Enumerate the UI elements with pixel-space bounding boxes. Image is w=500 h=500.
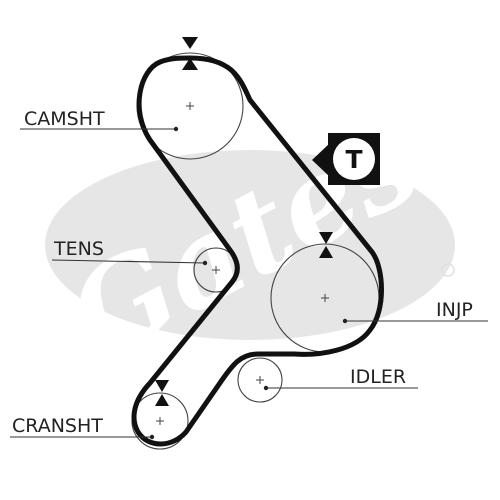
timing-belt	[131, 55, 384, 447]
badge-circle	[333, 138, 375, 180]
registered-mark-icon	[441, 263, 455, 277]
tensioner-badge: T	[312, 133, 380, 185]
idler-leader-dot	[263, 385, 269, 391]
watermark-ellipse	[45, 150, 455, 340]
crankshaft-label: CRANSHT	[12, 415, 103, 437]
leader-lines	[10, 128, 488, 438]
injection-pump-timing-mark	[319, 232, 333, 258]
idler-pulley	[237, 357, 283, 403]
tensioner-label: TENS	[53, 238, 104, 260]
crankshaft-timing-mark	[155, 380, 169, 406]
injection-pump-leader-dot	[342, 318, 348, 324]
tensioner-center-cross	[212, 266, 220, 274]
camshaft-label: CAMSHT	[24, 108, 105, 130]
crankshaft-center-cross	[156, 417, 164, 425]
camshaft-center-cross	[186, 102, 194, 110]
pulley-centers	[156, 102, 329, 425]
tensioner-leader-dot	[202, 260, 208, 266]
tensioner-leader	[51, 259, 206, 264]
watermark-logo-text: Gates	[47, 90, 442, 388]
crankshaft-leader-dot	[149, 434, 155, 440]
badge-arrow-icon	[312, 143, 330, 177]
injection-pump-center-cross	[321, 294, 329, 302]
idler-center-cross	[256, 376, 264, 384]
gates-watermark: Gates	[45, 90, 455, 388]
camshaft-timing-mark	[182, 37, 198, 70]
camshaft-leader-dot	[173, 126, 179, 132]
idler-label: IDLER	[350, 366, 406, 388]
injection-pump-label: INJP	[436, 299, 473, 321]
badge-letter: T	[345, 145, 362, 174]
